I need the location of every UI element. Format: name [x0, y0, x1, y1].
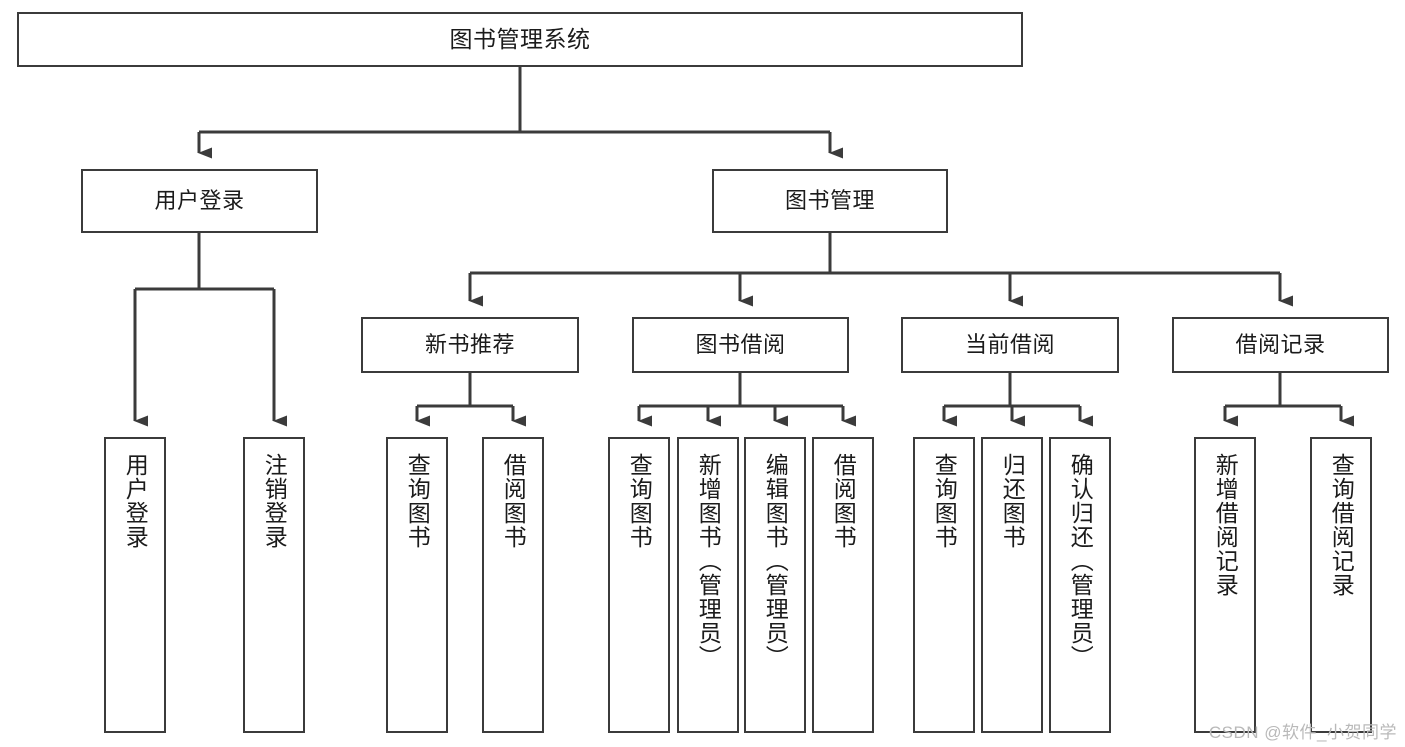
node-leaf-user-login[interactable]: 用户登录: [104, 437, 166, 733]
node-leaf-add-borrow-record[interactable]: 新增借阅记录: [1194, 437, 1256, 733]
node-root-system[interactable]: 图书管理系统: [17, 12, 1023, 67]
node-leaf-query-borrow-record[interactable]: 查询借阅记录: [1310, 437, 1372, 733]
node-user-login[interactable]: 用户登录: [81, 169, 318, 233]
node-label: 注销登录: [261, 453, 288, 549]
node-label: 图书管理系统: [449, 25, 591, 52]
node-label: 用户登录: [154, 187, 245, 213]
node-leaf-query-book-3[interactable]: 查询图书: [913, 437, 975, 733]
node-label: 图书借阅: [695, 331, 786, 357]
node-book-manage[interactable]: 图书管理: [712, 169, 948, 233]
node-label: 用户登录: [122, 453, 149, 549]
node-label: 归还图书: [999, 453, 1026, 549]
node-label: 借阅图书: [830, 453, 857, 549]
node-label: 当前借阅: [964, 331, 1055, 357]
node-leaf-borrow-book-2[interactable]: 借阅图书: [812, 437, 874, 733]
node-label: 查询图书: [404, 453, 431, 549]
node-label: 借阅记录: [1235, 331, 1326, 357]
node-label: 新增图书（管理员）: [695, 453, 722, 669]
node-borrow-record[interactable]: 借阅记录: [1172, 317, 1389, 373]
node-new-book-recommend[interactable]: 新书推荐: [361, 317, 579, 373]
node-label: 新增借阅记录: [1212, 453, 1239, 597]
node-leaf-query-book-1[interactable]: 查询图书: [386, 437, 448, 733]
node-label: 确认归还（管理员）: [1067, 453, 1094, 669]
node-label: 新书推荐: [424, 331, 515, 357]
node-leaf-add-book-admin[interactable]: 新增图书（管理员）: [677, 437, 739, 733]
node-leaf-query-book-2[interactable]: 查询图书: [608, 437, 670, 733]
node-leaf-confirm-return-admin[interactable]: 确认归还（管理员）: [1049, 437, 1111, 733]
node-leaf-logout[interactable]: 注销登录: [243, 437, 305, 733]
node-label: 图书管理: [784, 187, 875, 213]
node-leaf-borrow-book-1[interactable]: 借阅图书: [482, 437, 544, 733]
node-label: 查询图书: [931, 453, 958, 549]
node-leaf-return-book[interactable]: 归还图书: [981, 437, 1043, 733]
node-label: 借阅图书: [500, 453, 527, 549]
node-label: 编辑图书（管理员）: [762, 453, 789, 669]
node-label: 查询图书: [626, 453, 653, 549]
node-leaf-edit-book-admin[interactable]: 编辑图书（管理员）: [744, 437, 806, 733]
node-current-borrow[interactable]: 当前借阅: [901, 317, 1119, 373]
node-label: 查询借阅记录: [1328, 453, 1355, 597]
watermark-text: CSDN @软件_小贺同学: [1208, 723, 1397, 742]
node-book-borrow[interactable]: 图书借阅: [632, 317, 849, 373]
